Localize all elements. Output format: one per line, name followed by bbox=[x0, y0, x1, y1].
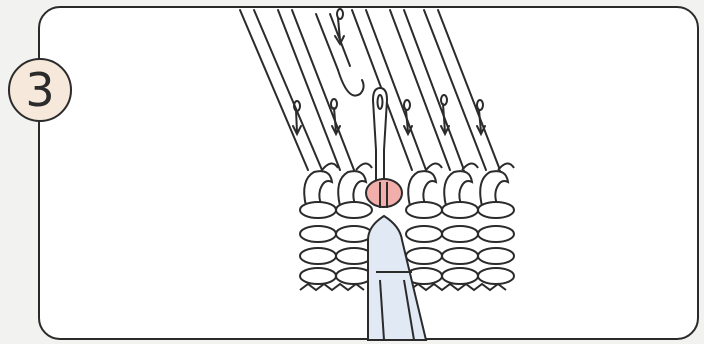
needle-6 bbox=[424, 10, 500, 170]
needle-2 bbox=[278, 10, 354, 170]
highlighted-loop bbox=[366, 179, 402, 207]
stitch-row-1 bbox=[300, 202, 514, 218]
needle-5 bbox=[390, 10, 464, 170]
needle-loops bbox=[304, 163, 514, 206]
stitch-row-2 bbox=[300, 226, 514, 242]
needle-shafts bbox=[240, 9, 500, 170]
